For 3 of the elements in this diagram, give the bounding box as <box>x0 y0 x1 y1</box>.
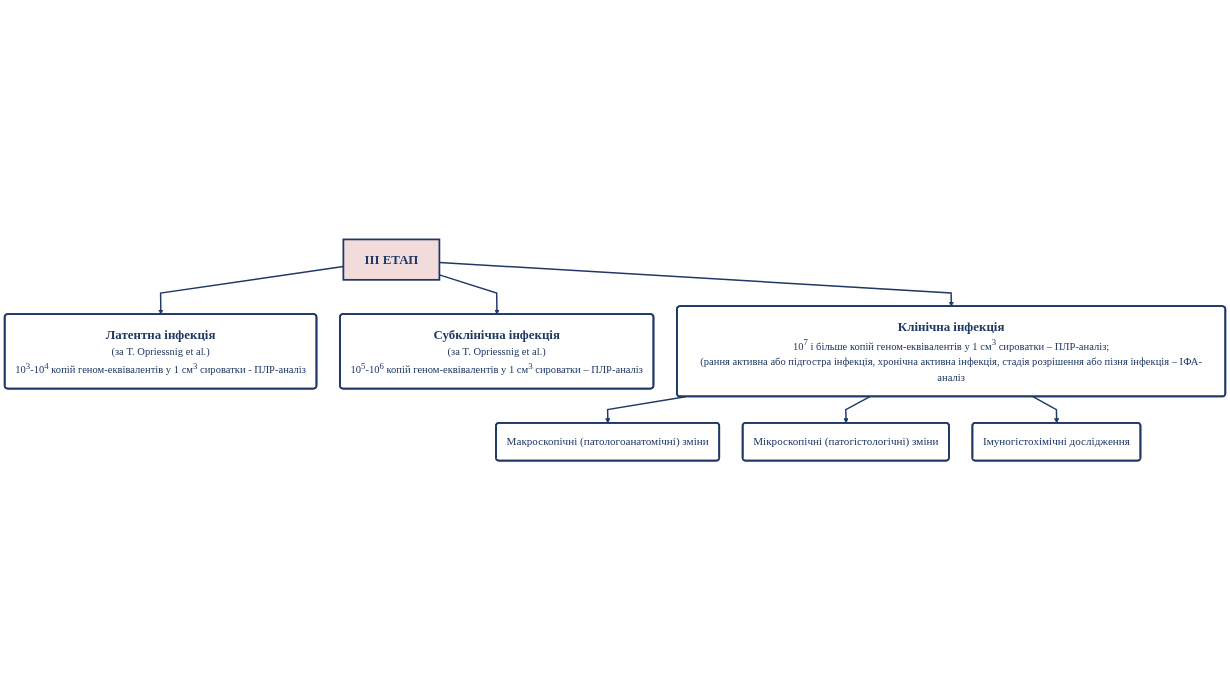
arrow <box>843 396 871 424</box>
arrow <box>1032 396 1060 424</box>
node-box: III ЕТАП <box>342 238 441 281</box>
